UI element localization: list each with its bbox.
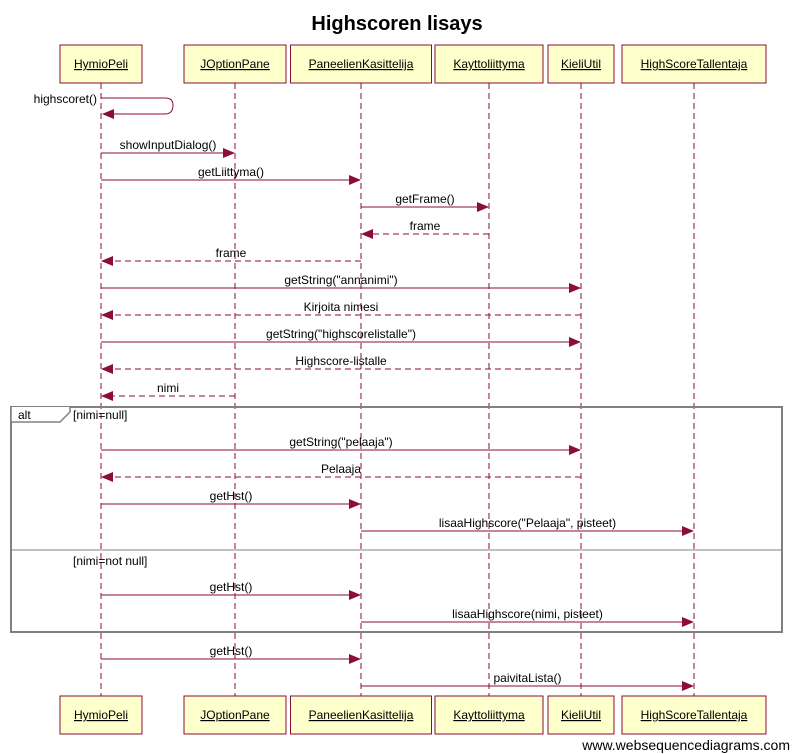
participant-box-top [621,44,767,84]
message-label: getString("pelaaja") [289,435,392,449]
message-label: Pelaaja [321,462,361,476]
message-label: Highscore-listalle [295,354,387,368]
message-label: getHst() [210,644,253,658]
alt-guard-1: [nimi=null] [73,408,127,422]
message-label: getString("highscorelistalle") [266,327,416,341]
message-label: getFrame() [395,192,454,206]
participant-box-top [183,44,287,84]
alt-keyword: alt [18,408,31,422]
participant-label-top: Kayttoliittyma [453,57,525,71]
diagram-title: Highscoren lisays [311,13,482,35]
message-label: getHst() [210,580,253,594]
message-label: showInputDialog() [120,138,217,152]
participant-box-top [547,44,615,84]
participant-label-bottom: HymioPeli [74,708,128,722]
participant-label-bottom: Kayttoliittyma [453,708,525,722]
participant-label-top: HighScoreTallentaja [641,57,748,71]
participant-label-top: PaneelienKasittelija [309,57,414,71]
participant-box-top [290,44,432,84]
participant-label-bottom: KieliUtil [561,708,601,722]
message-label: paivitaLista() [493,671,561,685]
messages: highscoret() showInputDialog() getLiittyma… [34,92,694,691]
message-label: frame [410,219,441,233]
participant-box-bottom [59,695,143,735]
participant-label-bottom: HighScoreTallentaja [641,708,748,722]
watermark: www.websequencediagrams.com [581,737,790,753]
message-label: getLiittyma() [198,165,264,179]
participant-box-bottom [621,695,767,735]
participant-box-top [434,44,544,84]
lifelines [100,83,695,696]
alt-keyword-tab [10,407,71,423]
message-label: highscoret() [34,92,97,106]
participant-label-top: HymioPeli [74,57,128,71]
participant-label-top: KieliUtil [561,57,601,71]
alt-fragment: alt [nimi=null] [nimi=not null] [10,406,783,633]
participants: HymioPeliHymioPeliJOptionPaneJOptionPane… [59,44,767,735]
participant-box-bottom [290,695,432,735]
alt-frame-border [10,406,783,633]
message-arrow [101,97,174,119]
participant-label-top: JOptionPane [200,57,270,71]
alt-guard-2: [nimi=not null] [73,554,147,568]
message-label: Kirjoita nimesi [304,300,379,314]
participant-box-bottom [434,695,544,735]
participant-label-bottom: PaneelienKasittelija [309,708,414,722]
message-label: frame [216,246,247,260]
participant-box-top [59,44,143,84]
message-label: getString("annanimi") [284,273,397,287]
participant-label-bottom: JOptionPane [200,708,270,722]
message-label: lisaaHighscore(nimi, pisteet) [452,607,603,621]
message-label: nimi [157,381,179,395]
participant-box-bottom [183,695,287,735]
participant-box-bottom [547,695,615,735]
message-label: getHst() [210,489,253,503]
message-label: lisaaHighscore("Pelaaja", pisteet) [439,516,616,530]
